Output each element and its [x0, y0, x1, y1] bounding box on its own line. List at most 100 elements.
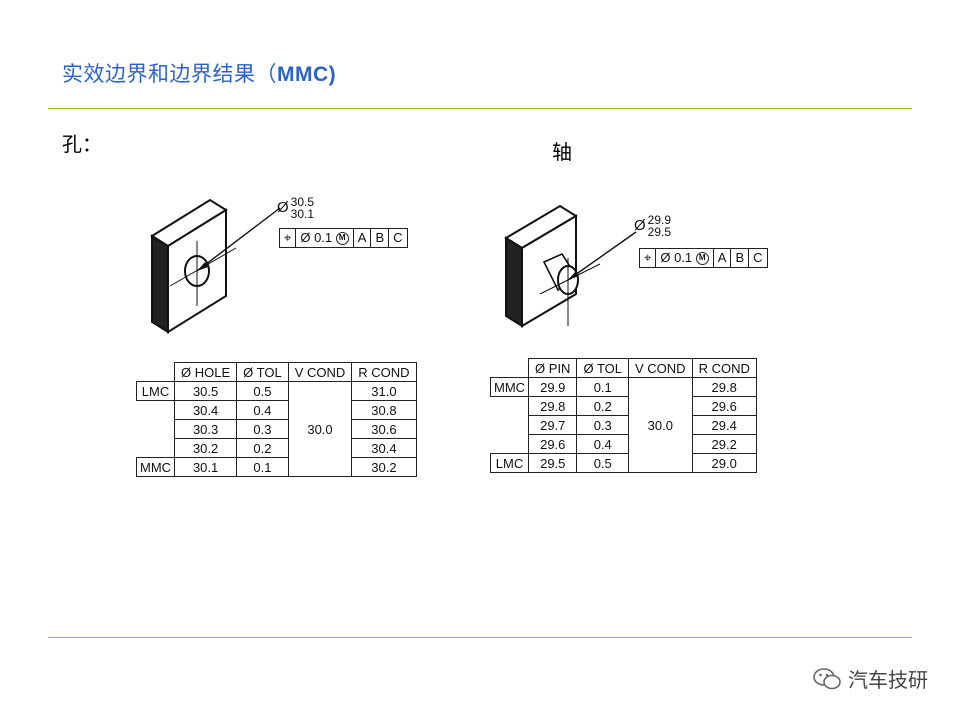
column-header: Ø TOL: [236, 362, 289, 382]
row-tag: LMC: [489, 453, 530, 473]
hole-feature-control-frame: ⌖ Ø 0.1 M A B C: [279, 228, 408, 248]
row-tag: MMC: [135, 457, 176, 477]
position-icon: ⌖: [280, 229, 297, 247]
bottom-divider: [48, 637, 912, 638]
cell-rcond: 29.2: [691, 434, 757, 454]
cell-rcond: 31.0: [351, 381, 417, 401]
cell-tol: 0.2: [236, 438, 289, 458]
cell-rcond: 30.2: [351, 457, 417, 477]
shaft-dim-upper: 29.9: [647, 213, 672, 227]
column-header: V COND: [287, 362, 353, 382]
shaft-datum-a: A: [714, 249, 732, 267]
cell-tol: 0.3: [236, 419, 289, 439]
cell-size: 30.1: [174, 457, 238, 477]
tag-column-spacer: [491, 359, 529, 378]
cell-rcond: 30.4: [351, 438, 417, 458]
cell-size: 29.9: [528, 377, 578, 397]
hole-datum-c: C: [393, 230, 403, 245]
cell-tol: 0.4: [576, 434, 629, 454]
top-divider: [48, 108, 912, 109]
cell-vcond: 30.0: [287, 381, 353, 477]
shaft-block-figure: [504, 204, 637, 328]
cell-tol: 0.4: [236, 400, 289, 420]
column-header: R COND: [691, 358, 757, 378]
cell-tol: 0.1: [236, 457, 289, 477]
watermark: 汽车技研: [812, 664, 928, 693]
cell-size: 30.3: [174, 419, 238, 439]
cell-size: 30.4: [174, 400, 238, 420]
column-header: Ø HOLE: [174, 362, 238, 382]
cell-size: 29.8: [528, 396, 578, 416]
row-tag: MMC: [489, 377, 530, 397]
cell-rcond: 29.4: [691, 415, 757, 435]
row-tag: [491, 435, 529, 454]
row-tag: [137, 401, 175, 420]
cell-tol: 0.5: [236, 381, 289, 401]
cell-tol: 0.1: [576, 377, 629, 397]
hole-label: 孔：: [62, 132, 102, 156]
title-cn-text: 实效边界和边界结果（: [62, 62, 277, 86]
hole-block-figure: [150, 198, 281, 334]
wechat-icon: [813, 667, 841, 689]
hole-dim-upper: 30.5: [290, 195, 315, 209]
diameter-icon: Ø: [634, 217, 646, 234]
column-header: Ø PIN: [528, 358, 578, 378]
column-header: V COND: [628, 358, 693, 378]
cell-size: 29.7: [528, 415, 578, 435]
row-tag: [137, 420, 175, 439]
hole-datum-b: B: [371, 229, 390, 247]
cell-rcond: 30.8: [351, 400, 417, 420]
row-tag: [137, 439, 175, 458]
cell-vcond: 30.0: [628, 377, 693, 473]
position-icon: ⌖: [640, 249, 657, 267]
tag-column-spacer: [137, 363, 175, 382]
cell-size: 29.5: [528, 453, 578, 473]
hole-fcf-tol: Ø 0.1 M: [296, 229, 354, 247]
mmc-modifier-icon: M: [335, 231, 349, 245]
hole-datum-a: A: [354, 229, 372, 247]
diameter-icon: Ø: [277, 199, 289, 216]
cell-rcond: 29.6: [691, 396, 757, 416]
cell-tol: 0.5: [576, 453, 629, 473]
cell-size: 30.2: [174, 438, 238, 458]
watermark-text: 汽车技研: [848, 668, 928, 692]
title-en-text: MMC): [277, 63, 337, 86]
row-tag: [491, 416, 529, 435]
mmc-modifier-icon: M: [695, 251, 709, 265]
cell-size: 30.5: [174, 381, 238, 401]
cell-rcond: 29.0: [691, 453, 757, 473]
cell-tol: 0.3: [576, 415, 629, 435]
cell-tol: 0.2: [576, 396, 629, 416]
cell-rcond: 30.6: [351, 419, 417, 439]
column-header: R COND: [351, 362, 417, 382]
shaft-feature-control-frame: ⌖ Ø 0.1 M A B C: [639, 248, 768, 268]
cell-size: 29.6: [528, 434, 578, 454]
shaft-datum-c: C: [753, 250, 763, 265]
cell-rcond: 29.8: [691, 377, 757, 397]
row-tag: [491, 397, 529, 416]
shaft-dim-lower: 29.5: [647, 225, 672, 239]
hole-dim-lower: 30.1: [290, 207, 315, 221]
column-header: Ø TOL: [576, 358, 629, 378]
shaft-label: 轴: [552, 140, 572, 164]
shaft-datum-b: B: [731, 249, 750, 267]
slide-title: 实效边界和边界结果（MMC): [62, 58, 336, 88]
row-tag: LMC: [135, 381, 176, 401]
shaft-fcf-tol: Ø 0.1 M: [656, 249, 714, 267]
